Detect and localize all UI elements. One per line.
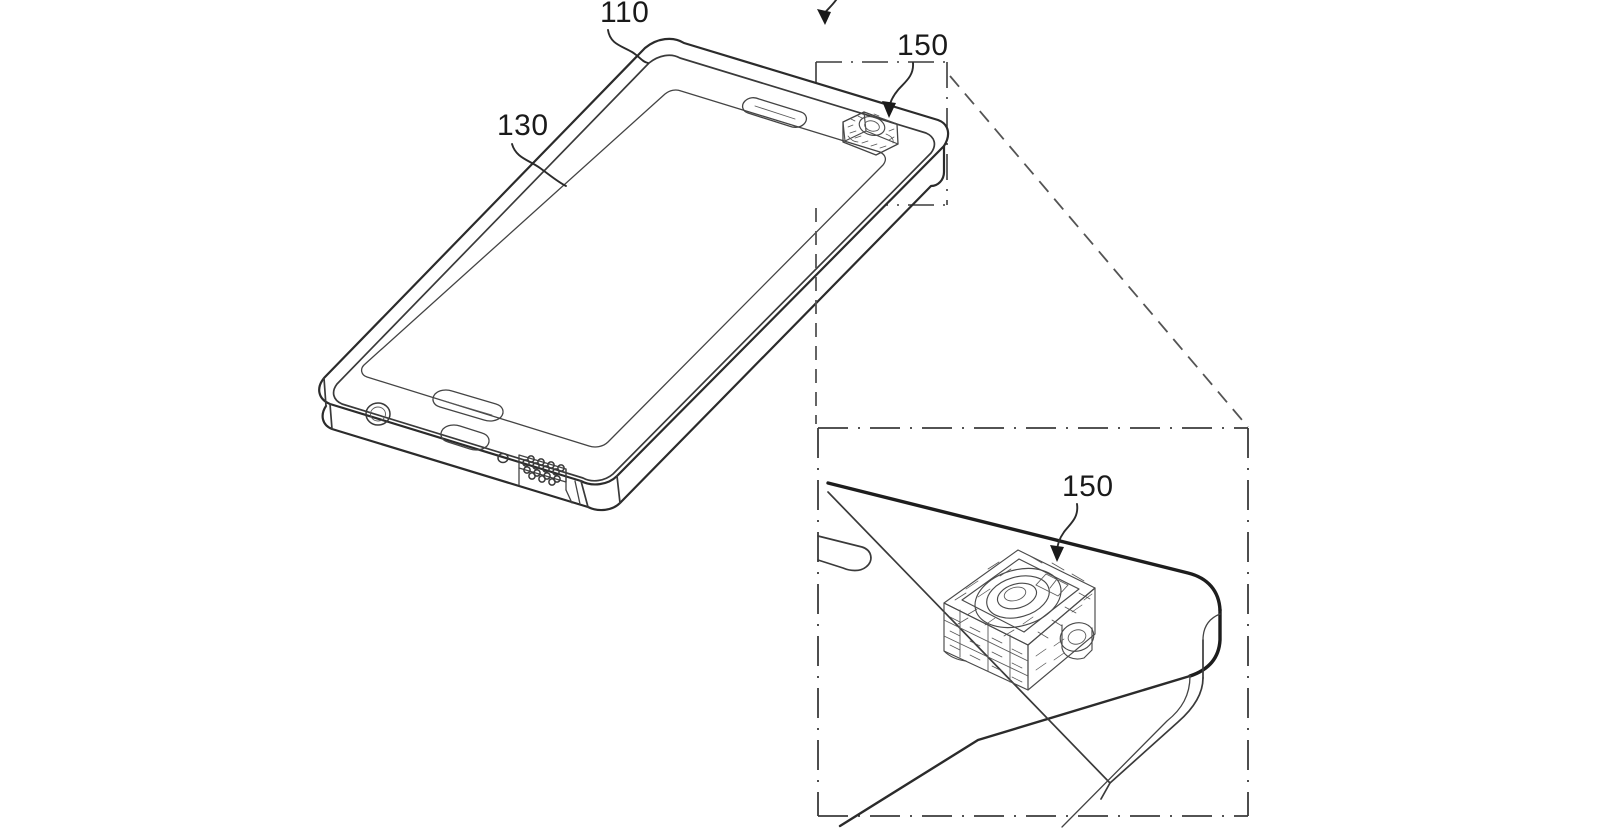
housing-corner-edge-left: [329, 403, 333, 430]
housing-corner-edge-mid: [580, 480, 589, 508]
headphone-jack: [365, 402, 391, 426]
camera-module-magnified: [943, 549, 1096, 691]
device-housing-side-wall: [321, 144, 946, 512]
ref-150-detail-label: 150: [1062, 470, 1114, 503]
detail-inner-chevron-left: [827, 491, 1111, 800]
housing-edge-left-top: [323, 377, 327, 407]
detail-sidewall-outline: [1061, 675, 1191, 828]
detail-inner-chevron-right: [1109, 677, 1204, 784]
microphone-hole: [497, 452, 509, 464]
chamfer-line-2: [565, 489, 573, 504]
display-screen-active-area: [360, 89, 887, 448]
ref-150-main-arrowhead: [882, 101, 896, 118]
connector-right-diagonal: [949, 75, 1249, 428]
magnified-phone-corner: [817, 481, 1222, 828]
ref-150-detail-arrowhead: [1050, 545, 1064, 562]
usb-connector-port: [440, 424, 490, 451]
camera-module: [842, 111, 899, 156]
detail-bezel-line-lower: [838, 674, 1192, 828]
ref-150-main-group: 150: [882, 29, 949, 118]
ref-130-leader: [511, 143, 567, 187]
housing-corner-edge-right: [616, 475, 621, 504]
ref-150-main-label: 150: [897, 29, 949, 62]
ref-110-leader: [607, 29, 649, 64]
detail-connector-lines: [815, 75, 1249, 428]
ref-110-group: 110: [600, 0, 649, 64]
ref-130-label: 130: [497, 109, 549, 142]
front-glass-bezel: [332, 54, 936, 482]
detail-corner-right: [1188, 608, 1222, 678]
device-housing-top-face: [318, 37, 950, 486]
view-direction-arrow: [817, 0, 838, 25]
detail-right-wall-curve: [1202, 613, 1221, 641]
magnified-detail-boundary: [817, 427, 1249, 817]
ref-130-group: 130: [497, 109, 567, 187]
ref-150-detail-group: 150: [1050, 470, 1114, 562]
earpiece-speaker-slot: [741, 97, 808, 128]
home-button: [432, 389, 504, 422]
chamfer-line-1: [574, 480, 581, 505]
earpiece-speaker-slot-magnified: [817, 535, 872, 572]
speaker-grille: [518, 454, 567, 491]
main-phone-view: [318, 37, 950, 512]
detail-top-edge-bold: [826, 481, 1222, 612]
ref-150-main-leader: [888, 62, 914, 109]
ref-110-label: 110: [600, 0, 649, 29]
